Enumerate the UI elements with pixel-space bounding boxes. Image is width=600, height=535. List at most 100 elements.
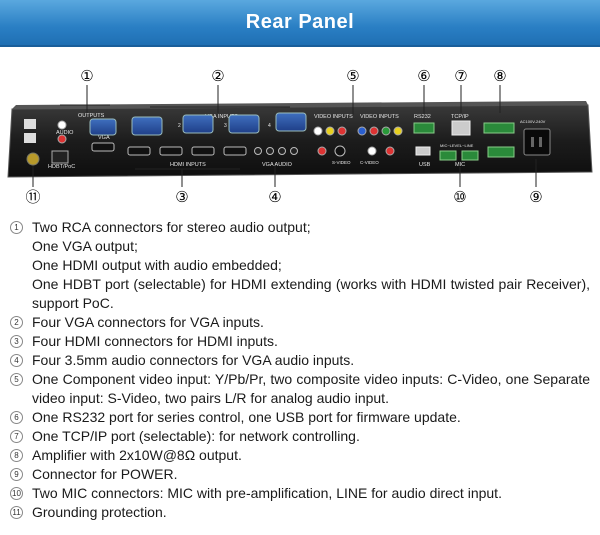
item-number: 8 xyxy=(10,449,23,462)
item-text: One RS232 port for series control, one U… xyxy=(32,409,461,425)
label-mic: MIC xyxy=(455,162,465,168)
list-subitem: One VGA output; xyxy=(32,238,138,254)
callout-7: ⑦ xyxy=(454,68,467,85)
label-hdbt: HDBT/PoC xyxy=(48,164,75,170)
component-y xyxy=(381,126,391,136)
vga-input-3 xyxy=(228,114,260,134)
ground-screw-icon xyxy=(26,152,40,166)
amplifier-terminal xyxy=(483,122,515,134)
callout-10: ⑩ xyxy=(453,189,466,206)
vga-input-1 xyxy=(131,116,163,136)
cvideo-in-2 xyxy=(393,126,403,136)
power-pin-2 xyxy=(539,137,542,147)
label-audio: AUDIO xyxy=(56,130,74,136)
item-number: 11 xyxy=(10,506,23,519)
audio-in-l-2 xyxy=(367,146,377,156)
hdmi-input-4 xyxy=(223,146,247,156)
cvideo-in-1 xyxy=(325,126,335,136)
hdmi-input-2 xyxy=(159,146,183,156)
leader-lines xyxy=(32,85,537,187)
ce-mark-icon xyxy=(24,119,36,129)
svideo-port xyxy=(334,145,346,157)
list-item: 3 Four HDMI connectors for HDMI inputs. xyxy=(10,332,590,351)
audio-in-r-2 xyxy=(317,146,327,156)
item-text: One Component video input: Y/Pb/Pr, two … xyxy=(32,371,590,406)
label-video-inputs-2: VIDEO INPUTS xyxy=(360,114,399,120)
item-number: 10 xyxy=(10,487,23,500)
rear-panel-illustration: ① ② ⑤ ⑥ ⑦ ⑧ ③ ④ ⑩ ⑨ ⑪ OUTPUTS AUDIO VGA … xyxy=(7,68,593,206)
vga-audio-jack-3 xyxy=(278,147,286,155)
label-tcpip: TCP/IP xyxy=(451,114,469,120)
tcpip-port xyxy=(451,120,471,136)
callout-4: ④ xyxy=(268,189,281,206)
label-num-3: 3 xyxy=(224,123,227,129)
vga-output-port xyxy=(89,118,117,136)
list-item: 6 One RS232 port for series control, one… xyxy=(10,408,590,427)
item-text: Amplifier with 2x10W@8Ω output. xyxy=(32,447,242,463)
panel-labels: OUTPUTS AUDIO VGA HDBT/PoC VGA INPUTS HD… xyxy=(48,113,546,170)
list-item: 8 Amplifier with 2x10W@8Ω output. xyxy=(10,446,590,465)
list-item: 1 Two RCA connectors for stereo audio ou… xyxy=(10,218,590,237)
page-title: Rear Panel xyxy=(245,11,355,33)
item-text: Four HDMI connectors for HDMI inputs. xyxy=(32,333,278,349)
label-vga: VGA xyxy=(98,135,110,141)
label-cvideo: C-VIDEO xyxy=(360,160,379,165)
item-text: One TCP/IP port (selectable): for networ… xyxy=(32,428,360,444)
item-text: Grounding protection. xyxy=(32,504,167,520)
label-vga-audio: VGA AUDIO xyxy=(262,162,293,168)
list-item: 2 Four VGA connectors for VGA inputs. xyxy=(10,313,590,332)
power-connector xyxy=(523,128,551,156)
vga-audio-jack-1 xyxy=(254,147,262,155)
item-text: Two RCA connectors for stereo audio outp… xyxy=(32,219,311,235)
label-mic-line: MIC~LEVEL~LINE xyxy=(440,143,474,148)
item-number: 6 xyxy=(10,411,23,424)
callout-1: ① xyxy=(80,68,93,85)
callout-3: ③ xyxy=(175,189,188,206)
audio-in-l-1 xyxy=(313,126,323,136)
label-hdmi-inputs: HDMI INPUTS xyxy=(170,162,206,168)
callout-9: ⑨ xyxy=(529,189,542,206)
label-usb: USB xyxy=(419,162,431,168)
label-svideo: S-VIDEO xyxy=(332,160,351,165)
audio-in-r-3 xyxy=(385,146,395,156)
amplifier-terminal-2 xyxy=(487,146,515,158)
item-number: 4 xyxy=(10,354,23,367)
vga-input-4 xyxy=(275,112,307,132)
rs232-port xyxy=(413,122,435,134)
callout-2: ② xyxy=(211,68,224,85)
rca-output-left xyxy=(57,120,67,130)
rear-panel-figure: ① ② ⑤ ⑥ ⑦ ⑧ ③ ④ ⑩ ⑨ ⑪ OUTPUTS AUDIO VGA … xyxy=(0,47,600,207)
callout-6: ⑥ xyxy=(417,68,430,85)
label-outputs: OUTPUTS xyxy=(78,113,105,119)
power-pin-1 xyxy=(531,137,534,147)
item-number: 5 xyxy=(10,373,23,386)
hdbt-port xyxy=(51,150,69,164)
item-number: 9 xyxy=(10,468,23,481)
audio-in-r-1 xyxy=(337,126,347,136)
mic-terminal-2 xyxy=(461,150,479,161)
item-text: Connector for POWER. xyxy=(32,466,178,482)
recycle-mark-icon xyxy=(24,133,36,143)
item-text: Four VGA connectors for VGA inputs. xyxy=(32,314,264,330)
vga-input-2 xyxy=(182,114,214,134)
component-pb xyxy=(357,126,367,136)
label-vga-inputs: VGA INPUTS xyxy=(205,114,238,120)
feature-list: 1 Two RCA connectors for stereo audio ou… xyxy=(10,218,590,522)
hdmi-input-1 xyxy=(127,146,151,156)
label-ac: AC100V-240V xyxy=(520,119,546,124)
vga-audio-jack-2 xyxy=(266,147,274,155)
item-number: 3 xyxy=(10,335,23,348)
hdmi-output-port xyxy=(91,142,115,152)
header-banner: Rear Panel xyxy=(0,0,600,47)
callout-8: ⑧ xyxy=(493,68,506,85)
usb-port xyxy=(415,146,431,156)
list-item: 7 One TCP/IP port (selectable): for netw… xyxy=(10,427,590,446)
item-text: Two MIC connectors: MIC with pre-amplifi… xyxy=(32,485,502,501)
label-rs232: RS232 xyxy=(414,114,431,120)
mic-terminal-1 xyxy=(439,150,457,161)
list-item: 4 Four 3.5mm audio connectors for VGA au… xyxy=(10,351,590,370)
component-pr xyxy=(369,126,379,136)
rca-output-right xyxy=(57,134,67,144)
item-text: Four 3.5mm audio connectors for VGA audi… xyxy=(32,352,355,368)
callout-5: ⑤ xyxy=(346,68,359,85)
